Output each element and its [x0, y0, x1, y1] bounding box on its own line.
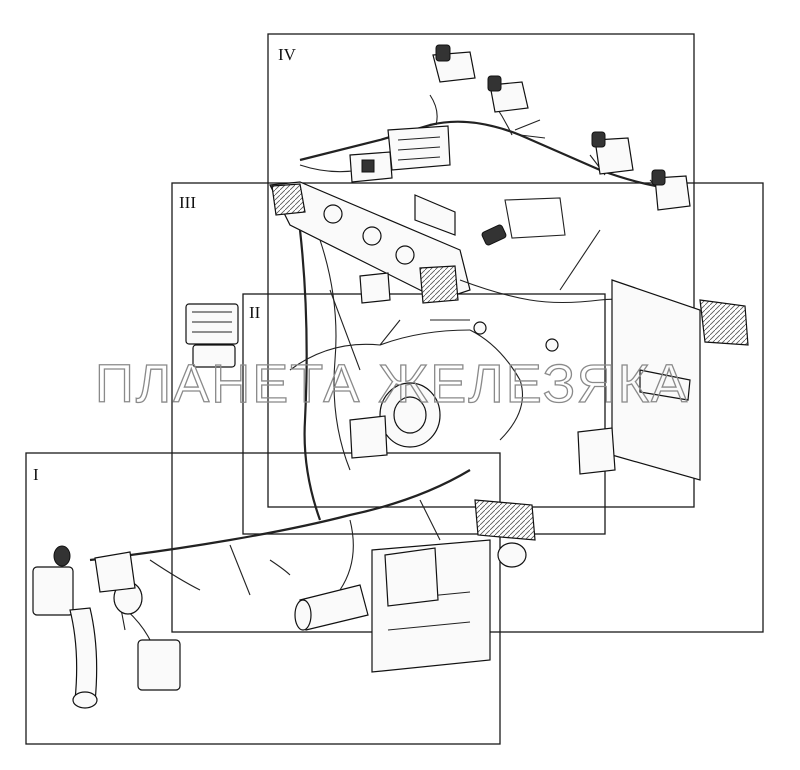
air-intake-pipe: [69, 607, 98, 709]
roof-lamp-4: [651, 169, 691, 211]
horn-assembly: [94, 551, 143, 615]
battery-box: [371, 539, 491, 673]
front-left-lamp: [32, 545, 74, 616]
section-iii-label: III: [179, 193, 196, 212]
fuse-block: [387, 125, 451, 171]
starter-motor: [294, 584, 369, 631]
switch-panel: [349, 151, 393, 183]
section-iv-label: IV: [278, 45, 297, 64]
section-i-label: I: [33, 465, 39, 484]
section-ii-label: II: [249, 303, 261, 322]
section-ii-harness: [289, 272, 559, 441]
steering-column: [329, 289, 441, 459]
left-headlamp: [185, 303, 239, 368]
chassis-harness: [89, 469, 471, 641]
right-side-panel: [577, 279, 749, 481]
roof-harness: [299, 44, 691, 211]
rear-right-lamp: [474, 499, 536, 568]
section-i-frame: I: [25, 452, 501, 745]
watermark: ПЛАНЕТА ЖЕЛЕЗЯКА: [95, 354, 689, 414]
roof-lamp-1: [432, 44, 476, 83]
roof-lamp-2: [487, 75, 529, 113]
roof-lamp-3: [591, 131, 634, 175]
dashboard-panel: [269, 181, 471, 304]
front-right-lamp: [137, 639, 181, 691]
